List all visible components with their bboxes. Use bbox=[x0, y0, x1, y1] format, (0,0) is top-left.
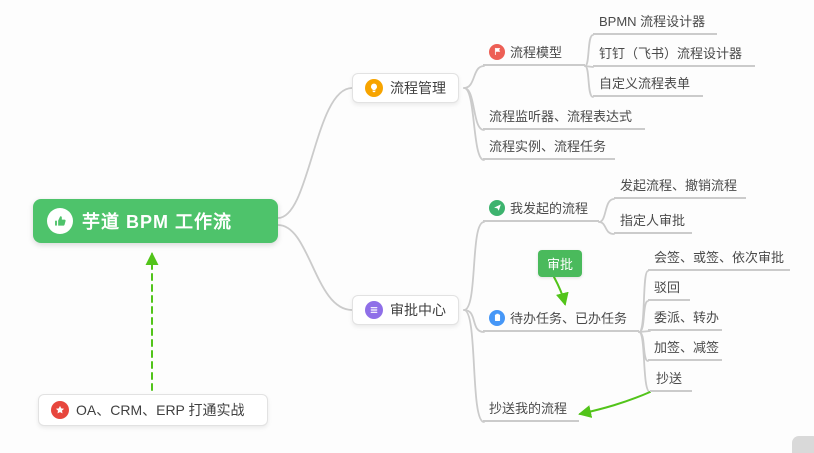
list-icon bbox=[365, 301, 383, 319]
node-label: 流程管理 bbox=[390, 80, 446, 96]
flag-icon bbox=[489, 43, 505, 60]
node-todo-done-tasks[interactable]: 待办任务、已办任务 bbox=[483, 308, 639, 332]
approval-flow-arrow bbox=[553, 276, 569, 306]
node-label: 指定人审批 bbox=[620, 213, 686, 228]
node-label: BPMN 流程设计器 bbox=[599, 14, 706, 29]
corner-widget[interactable] bbox=[792, 436, 814, 453]
send-icon bbox=[489, 199, 505, 216]
node-label: 流程实例、流程任务 bbox=[489, 139, 607, 154]
approval-tag[interactable]: 审批 bbox=[538, 250, 583, 277]
star-icon bbox=[51, 401, 69, 419]
node-approval-center[interactable]: 审批中心 bbox=[352, 295, 459, 325]
node-label: 流程模型 bbox=[510, 45, 563, 60]
node-process-model[interactable]: 流程模型 bbox=[483, 42, 585, 66]
node-label: 自定义流程表单 bbox=[599, 76, 691, 91]
root-label: 芋道 BPM 工作流 bbox=[82, 212, 233, 232]
node-my-initiated-process[interactable]: 我发起的流程 bbox=[483, 198, 599, 222]
node-label: 流程监听器、流程表达式 bbox=[489, 109, 633, 124]
thumbs-up-icon bbox=[47, 208, 73, 234]
tag-label: 审批 bbox=[547, 257, 574, 272]
node-label: 我发起的流程 bbox=[510, 201, 589, 216]
node-assignee-approval[interactable]: 指定人审批 bbox=[614, 210, 692, 234]
lightbulb-icon bbox=[365, 79, 383, 97]
node-carbon-copy[interactable]: 抄送 bbox=[650, 368, 692, 392]
node-dingtalk-feishu-designer[interactable]: 钉钉（飞书）流程设计器 bbox=[593, 43, 755, 67]
node-label: 驳回 bbox=[654, 280, 681, 295]
node-label: 发起流程、撤销流程 bbox=[620, 178, 738, 193]
node-reject[interactable]: 驳回 bbox=[648, 277, 690, 301]
node-add-reduce-sign[interactable]: 加签、减签 bbox=[648, 337, 722, 361]
node-label: 审批中心 bbox=[390, 302, 446, 318]
node-label: 待办任务、已办任务 bbox=[510, 311, 628, 326]
cc-to-ccmyprocess-arrow bbox=[578, 391, 651, 418]
node-bpmn-designer[interactable]: BPMN 流程设计器 bbox=[593, 11, 717, 35]
node-label: OA、CRM、ERP 打通实战 bbox=[76, 402, 245, 418]
node-delegate-transfer[interactable]: 委派、转办 bbox=[648, 307, 722, 331]
root-node[interactable]: 芋道 BPM 工作流 bbox=[33, 199, 278, 243]
node-label: 委派、转办 bbox=[654, 310, 720, 325]
node-cc-my-process[interactable]: 抄送我的流程 bbox=[483, 398, 579, 422]
node-process-management[interactable]: 流程管理 bbox=[352, 73, 459, 103]
node-label: 加签、减签 bbox=[654, 340, 720, 355]
node-label: 抄送我的流程 bbox=[489, 401, 568, 416]
node-label: 会签、或签、依次审批 bbox=[654, 250, 785, 265]
node-label: 抄送 bbox=[656, 371, 683, 386]
node-listener-expression[interactable]: 流程监听器、流程表达式 bbox=[483, 106, 645, 130]
node-instance-task[interactable]: 流程实例、流程任务 bbox=[483, 136, 615, 160]
node-label: 钉钉（飞书）流程设计器 bbox=[599, 46, 743, 61]
node-custom-form[interactable]: 自定义流程表单 bbox=[593, 73, 703, 97]
node-countersign-or-sequence[interactable]: 会签、或签、依次审批 bbox=[648, 247, 790, 271]
node-initiate-cancel-process[interactable]: 发起流程、撤销流程 bbox=[614, 175, 746, 199]
node-oa-crm-erp-practice[interactable]: OA、CRM、ERP 打通实战 bbox=[38, 394, 268, 426]
clipboard-icon bbox=[489, 309, 505, 326]
